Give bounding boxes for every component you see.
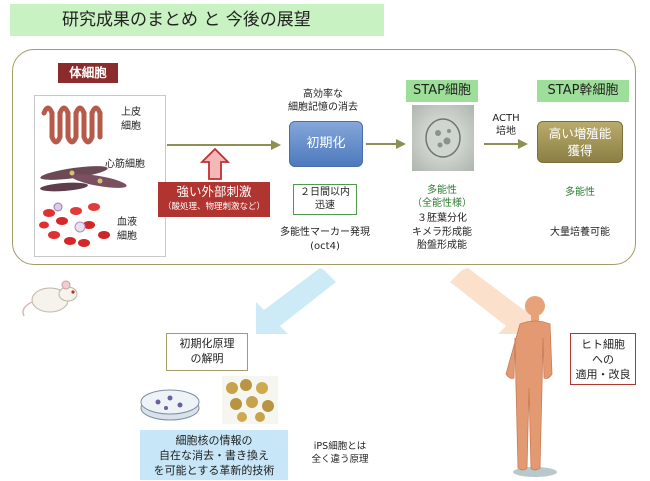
mechanism-box: 初期化原理 の解明 [166, 333, 248, 371]
muscle-cell-icon [40, 166, 127, 192]
somatic-cell-label: 体細胞 [58, 63, 118, 83]
arrow-to-human [450, 268, 532, 334]
human-body-icon [505, 296, 557, 477]
arrow-to-mechanism [256, 268, 336, 334]
petri-dish-icon [140, 389, 200, 421]
stap-cell-label: STAP細胞 [406, 80, 478, 102]
proliferation-box: 高い増殖能 獲得 [537, 121, 623, 163]
innovative-technology-box: 細胞核の情報の 自在な消去・書き換え を可能とする革新的技術 [140, 430, 288, 480]
arrow-stap-to-stem [484, 139, 528, 149]
stimulus-up-arrow [200, 148, 230, 180]
stap-cell-micrograph [412, 105, 474, 171]
human-application-box: ヒト細胞 への 適用・改良 [570, 333, 636, 385]
muscle-cell-label: 心筋細胞 [105, 159, 145, 170]
acth-medium-label: ACTH 培地 [492, 113, 520, 137]
duration-box: ２日間以内 迅速 [293, 184, 357, 215]
blood-cell-icon [39, 202, 110, 247]
mouse-icon [22, 280, 78, 317]
reprogramming-box: 初期化 [289, 121, 363, 167]
stap-abilities: ３胚葉分化 キメラ形成能 胎盤形成能 [412, 213, 472, 251]
somatic-cells-illustration [39, 105, 127, 247]
ips-difference-note: iPS細胞とは 全く違う原理 [311, 441, 369, 465]
cell-cluster-icon [222, 376, 278, 424]
stem-pluripotency: 多能性 [565, 187, 595, 198]
epithelial-cell-icon [41, 105, 103, 145]
epithelial-cell-label: 上皮 細胞 [121, 107, 141, 132]
arrow-somatic-to-reprogram [167, 140, 281, 150]
reprogram-caption: 高効率な 細胞記憶の消去 [288, 89, 358, 113]
marker-expression-label: 多能性マーカー発現 (oct4) [280, 227, 370, 252]
strong-stimulus-box: 強い外部刺激 （酸処理、物理刺激など） [158, 182, 270, 217]
stap-stem-cell-label: STAP幹細胞 [537, 80, 629, 102]
stap-pluripotency: 多能性 （全能性様） [412, 185, 472, 209]
page-title: 研究成果のまとめ と 今後の展望 [10, 4, 384, 36]
blood-cell-label: 血液 細胞 [117, 217, 137, 242]
mass-culture-label: 大量培養可能 [550, 227, 610, 238]
arrow-reprogram-to-stap [366, 139, 406, 149]
